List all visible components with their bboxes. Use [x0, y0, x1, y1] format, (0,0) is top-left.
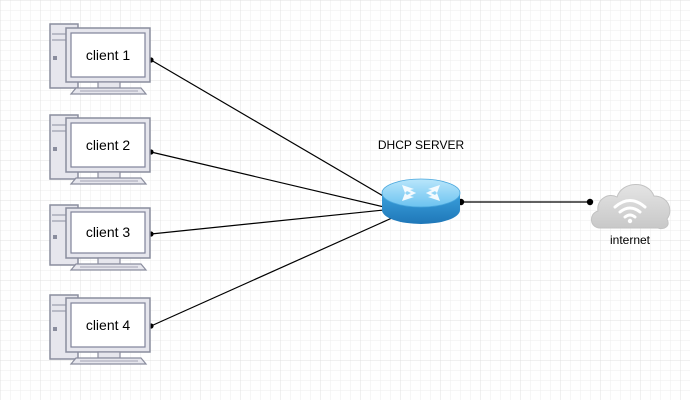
connector-client-2[interactable]	[150, 151, 385, 208]
client-computer-2[interactable]: client 2	[49, 114, 151, 185]
client-computer-3[interactable]: client 3	[49, 204, 151, 271]
connector-client-4[interactable]	[150, 217, 393, 327]
internet-label: internet	[610, 233, 651, 247]
monitor-screen	[70, 302, 146, 348]
monitor-screen	[70, 211, 146, 254]
client-label: client 4	[86, 317, 131, 333]
dhcp-server-router[interactable]	[381, 178, 461, 224]
client-label: client 3	[86, 224, 131, 240]
connector-client-1[interactable]	[150, 59, 391, 201]
dhcp-server-label: DHCP SERVER	[378, 138, 465, 152]
internet-cloud[interactable]	[591, 184, 671, 230]
wifi-icon	[613, 199, 647, 219]
dot-internet	[586, 198, 594, 206]
connections	[150, 59, 590, 327]
client-label: client 1	[86, 47, 131, 63]
router-arrows-icon	[402, 185, 440, 201]
connector-client-3[interactable]	[150, 209, 385, 235]
client-label: client 2	[86, 137, 131, 153]
client-computer-1[interactable]: client 1	[49, 23, 151, 95]
monitor-screen	[70, 122, 146, 168]
client-computer-4[interactable]: client 4	[49, 294, 151, 365]
monitor-screen	[70, 32, 146, 78]
